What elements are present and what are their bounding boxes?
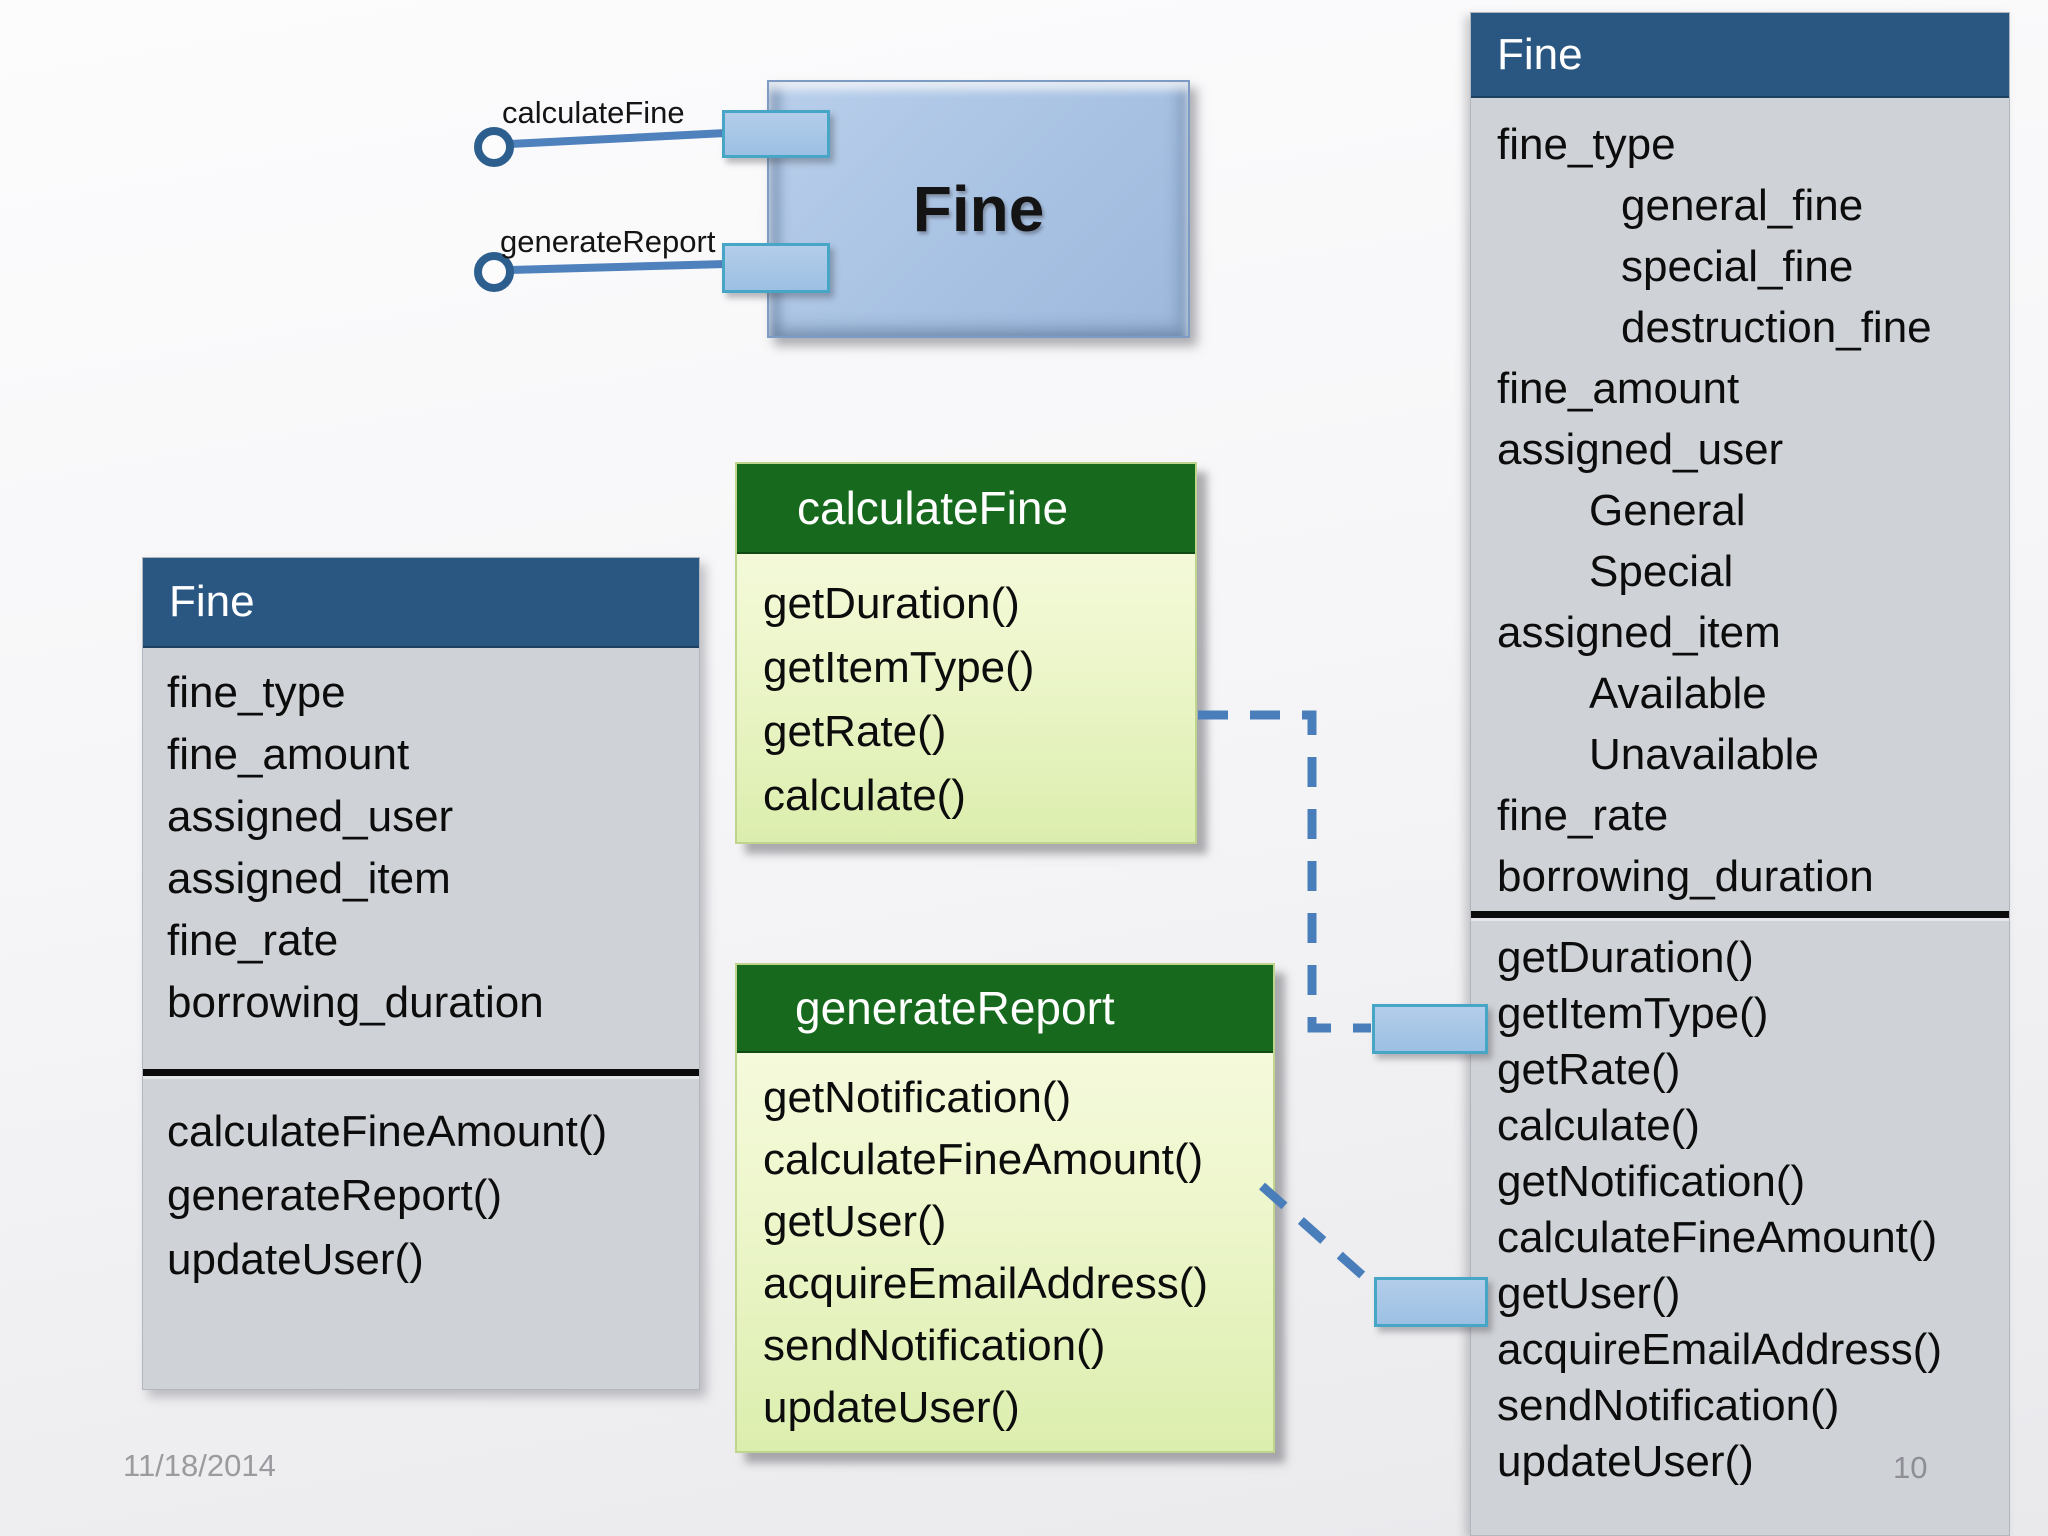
method-row: sendNotification() xyxy=(763,1321,1106,1370)
method-row: getDuration() xyxy=(763,579,1020,628)
right-class-port-generatereport xyxy=(1374,1277,1488,1327)
method-row: getNotification() xyxy=(763,1073,1072,1122)
attribute-row: Special xyxy=(1589,547,1734,596)
calculate-fine-box: calculateFine getDuration() getItemType(… xyxy=(735,462,1197,844)
component-port-generatereport xyxy=(722,243,830,293)
attribute-row: assigned_item xyxy=(1497,608,1781,657)
interface-label-calculatefine: calculateFine xyxy=(502,95,685,130)
attribute-row: borrowing_duration xyxy=(1497,852,1874,901)
attribute-row: fine_rate xyxy=(1497,791,1669,840)
left-class-methods: calculateFineAmount() generateReport() u… xyxy=(143,1076,699,1292)
right-class-box: Fine fine_type general_fine special_fine… xyxy=(1470,12,2010,1536)
method-row: getItemType() xyxy=(1497,989,1769,1038)
method-row: calculate() xyxy=(763,771,966,820)
attribute-row: general_fine xyxy=(1621,181,1864,230)
interface-label-generatereport: generateReport xyxy=(500,224,716,259)
class-divider xyxy=(143,1069,699,1076)
fine-component: Fine xyxy=(767,80,1190,338)
attribute-row: assigned_user xyxy=(167,792,454,841)
attribute-row: fine_amount xyxy=(167,730,410,779)
attribute-row: Available xyxy=(1589,669,1767,718)
left-class-box: Fine fine_type fine_amount assigned_user… xyxy=(142,557,700,1390)
right-class-title: Fine xyxy=(1471,13,2009,98)
right-class-attributes: fine_type general_fine special_fine dest… xyxy=(1471,98,2009,907)
method-row: getUser() xyxy=(1497,1269,1681,1318)
attribute-row: destruction_fine xyxy=(1621,303,1932,352)
method-row: calculateFineAmount() xyxy=(167,1107,608,1156)
calculate-fine-box-title: calculateFine xyxy=(737,464,1195,554)
attribute-row: fine_rate xyxy=(167,916,339,965)
attribute-row: borrowing_duration xyxy=(167,978,544,1027)
generate-report-box-methods: getNotification() calculateFineAmount() … xyxy=(737,1053,1273,1439)
method-row: calculateFineAmount() xyxy=(1497,1213,1938,1262)
slide-page-number: 10 xyxy=(1893,1450,1928,1485)
method-row: getRate() xyxy=(763,707,947,756)
method-row: getDuration() xyxy=(1497,933,1754,982)
method-row: generateReport() xyxy=(167,1171,503,1220)
slide-date: 11/18/2014 xyxy=(123,1448,276,1483)
dashed-connector-generatereport xyxy=(1259,1182,1391,1302)
left-class-attributes: fine_type fine_amount assigned_user assi… xyxy=(143,648,699,1034)
interface-circle-icon-generatereport xyxy=(474,252,514,292)
generate-report-box: generateReport getNotification() calcula… xyxy=(735,963,1275,1453)
interface-line-generatereport xyxy=(509,260,727,274)
interface-line-calculatefine xyxy=(509,129,727,148)
attribute-row: assigned_item xyxy=(167,854,451,903)
method-row: acquireEmailAddress() xyxy=(763,1259,1209,1308)
attribute-row: assigned_user xyxy=(1497,425,1784,474)
component-port-calculatefine xyxy=(722,110,830,158)
attribute-row: fine_type xyxy=(1497,120,1676,169)
attribute-row: fine_type xyxy=(167,668,346,717)
method-row: calculateFineAmount() xyxy=(763,1135,1204,1184)
method-row: getUser() xyxy=(763,1197,947,1246)
method-row: sendNotification() xyxy=(1497,1381,1840,1430)
class-divider xyxy=(1471,911,2009,918)
right-class-methods: getDuration() getItemType() getRate() ca… xyxy=(1471,918,2009,1490)
method-row: updateUser() xyxy=(763,1383,1020,1432)
attribute-row: General xyxy=(1589,486,1746,535)
attribute-row: Unavailable xyxy=(1589,730,1819,779)
generate-report-box-title: generateReport xyxy=(737,965,1273,1053)
method-row: updateUser() xyxy=(167,1235,424,1284)
method-row: calculate() xyxy=(1497,1101,1700,1150)
fine-component-title: Fine xyxy=(912,173,1045,245)
right-class-port-calculatefine xyxy=(1372,1004,1488,1054)
method-row: acquireEmailAddress() xyxy=(1497,1325,1943,1374)
interface-circle-icon-calculatefine xyxy=(474,127,514,167)
calculate-fine-box-methods: getDuration() getItemType() getRate() ca… xyxy=(737,554,1195,828)
method-row: getNotification() xyxy=(1497,1157,1806,1206)
attribute-row: special_fine xyxy=(1621,242,1854,291)
method-row: updateUser() xyxy=(1497,1437,1754,1486)
left-class-title: Fine xyxy=(143,558,699,648)
method-row: getRate() xyxy=(1497,1045,1681,1094)
attribute-row: fine_amount xyxy=(1497,364,1740,413)
method-row: getItemType() xyxy=(763,643,1035,692)
